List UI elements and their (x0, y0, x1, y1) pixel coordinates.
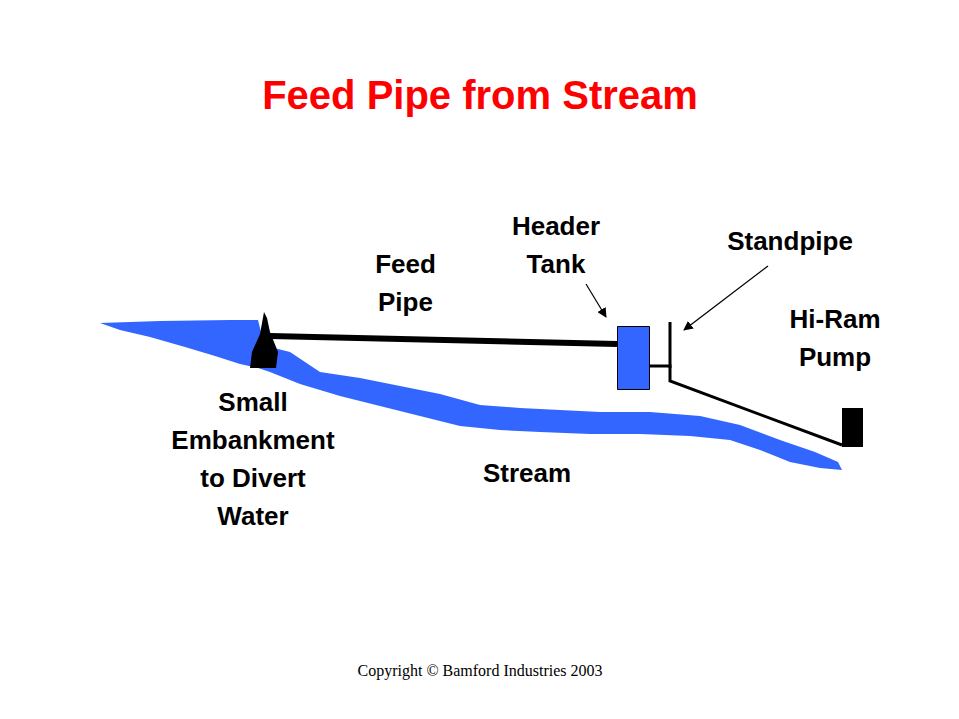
diagram-title: Feed Pipe from Stream (262, 73, 698, 118)
embankment: Small Embankment to Divert Water (250, 312, 278, 368)
ram-pump-shape (842, 408, 863, 447)
stream-label: Stream (483, 454, 571, 492)
ram-pump: Hi-Ram Pump (842, 408, 863, 447)
embankment-outline (250, 312, 278, 368)
stream-pool (100, 320, 262, 368)
leader-arrow (684, 266, 768, 330)
ram-pump-outline (842, 408, 863, 447)
node-label: Small Embankment to Divert Water (166, 383, 341, 535)
standpipe-label: Standpipe (727, 222, 853, 260)
drive-pipe (650, 366, 842, 445)
stream-water (258, 345, 842, 470)
node-label: Header Tank (491, 207, 621, 283)
node-label: Hi-Ram Pump (765, 300, 905, 376)
standpipe (669, 322, 672, 368)
embankment-shape (250, 312, 278, 368)
leader-arrow (586, 284, 606, 317)
header-tank: Header Tank (617, 326, 650, 390)
pipe-label: Feed Pipe (351, 245, 461, 321)
copyright-note: Copyright © Bamford Industries 2003 (357, 662, 602, 680)
header-tank-outline (618, 327, 650, 390)
feed-pipe (270, 336, 617, 344)
header-tank-shape (617, 326, 650, 390)
